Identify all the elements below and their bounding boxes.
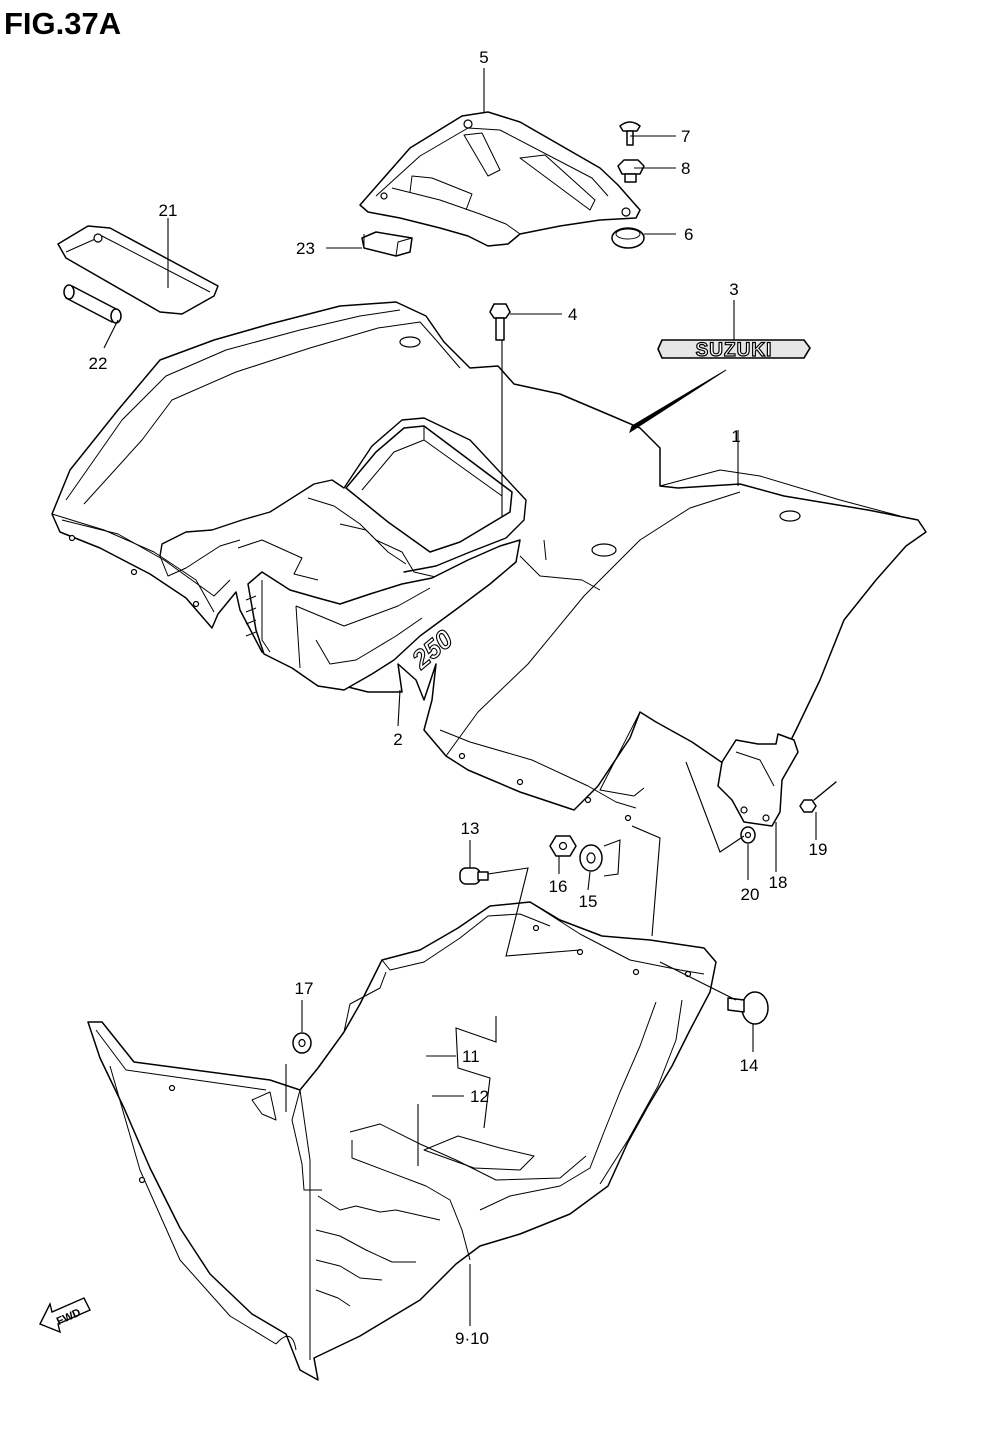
small-washer-part xyxy=(292,1032,312,1054)
bracket-part xyxy=(717,733,799,827)
cap-part xyxy=(611,227,645,249)
callout-8: 8 xyxy=(681,159,690,178)
callout-numbers: 5 7 8 6 21 22 23 4 3 1 2 13 16 15 20 18 … xyxy=(89,48,828,1348)
rear-fender-part: 250 xyxy=(51,301,927,822)
bolt-part xyxy=(489,303,511,341)
nut-part xyxy=(549,835,577,857)
callout-14: 14 xyxy=(740,1056,759,1075)
callout-16: 16 xyxy=(549,877,568,896)
callout-13: 13 xyxy=(461,819,480,838)
push-rivet-part xyxy=(727,991,769,1025)
callout-21: 21 xyxy=(159,201,178,220)
emblem-text: SUZUKI xyxy=(696,340,773,361)
callout-17: 17 xyxy=(295,979,314,998)
callout-15: 15 xyxy=(579,892,598,911)
callout-1: 1 xyxy=(731,427,740,446)
footrest-part xyxy=(87,901,717,1381)
emblem-pointer xyxy=(629,369,727,434)
callout-19: 19 xyxy=(809,840,828,859)
cushion-pad-part xyxy=(57,225,219,315)
figure-title: FIG.37A xyxy=(4,6,121,41)
callout-5: 5 xyxy=(479,48,488,67)
callout-11: 11 xyxy=(462,1047,480,1066)
rubber-roll-part xyxy=(63,284,122,324)
pin-part xyxy=(799,781,837,813)
clip-nut-part xyxy=(617,159,645,183)
callout-4: 4 xyxy=(568,305,577,324)
callout-7: 7 xyxy=(681,127,690,146)
callout-6: 6 xyxy=(684,225,693,244)
callout-12: 12 xyxy=(470,1087,489,1106)
callout-23: 23 xyxy=(296,239,315,258)
callout-20: 20 xyxy=(741,885,760,904)
callout-2: 2 xyxy=(393,730,402,749)
callout-22: 22 xyxy=(89,354,108,373)
washer-part xyxy=(740,826,756,844)
washer-large-part xyxy=(579,844,603,872)
storage-cover-part xyxy=(359,111,641,247)
screw-part xyxy=(619,121,641,146)
foam-block-part xyxy=(361,231,413,257)
grommet-bolt-part xyxy=(459,867,489,885)
suzuki-emblem-part: SUZUKI xyxy=(657,339,811,362)
callout-9-10: 9·10 xyxy=(455,1329,489,1348)
callout-3: 3 xyxy=(729,280,738,299)
callout-18: 18 xyxy=(769,873,788,892)
leader-lines xyxy=(103,68,817,1326)
forward-arrow: FWD xyxy=(39,1297,91,1334)
